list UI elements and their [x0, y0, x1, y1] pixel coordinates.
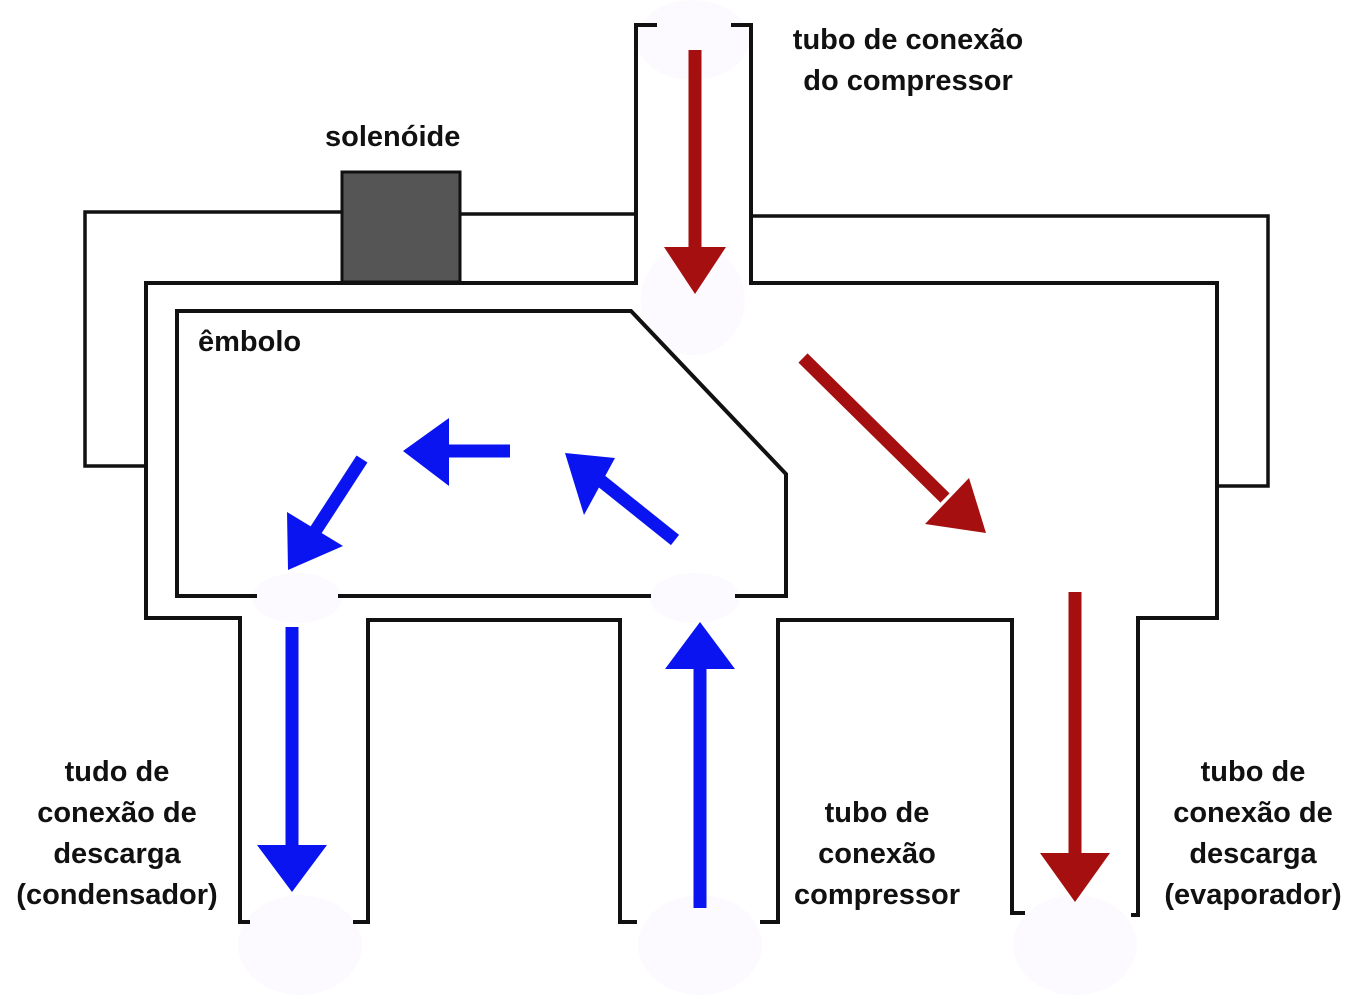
compressor-inlet-label: tubo de conexão do compressor: [792, 24, 1024, 97]
solenoid-box: [340, 170, 462, 284]
glow-condenser-port: [238, 895, 362, 995]
plunger-down-left-arrow: [287, 455, 368, 570]
compressor-outlet-label: tubo de conexão compressor: [793, 797, 960, 911]
condenser-outlet-label: tudo de conexão de descarga (condensador…: [16, 756, 218, 911]
glow-upper-right-port: [641, 245, 745, 355]
plunger-up-left-arrow: [565, 453, 680, 546]
condenser-down-arrow: [257, 627, 327, 892]
hot-flow-arrows: [664, 50, 1110, 902]
plunger-label: êmbolo: [198, 326, 302, 358]
plunger-left-arrow: [403, 418, 510, 486]
compressor-up-arrow: [665, 622, 735, 908]
inlet-down-arrow: [664, 50, 726, 294]
cold-flow-arrows: [257, 418, 735, 908]
glow-plunger-right-gap: [650, 573, 740, 623]
compressor-inlet-pipe-right-wall: [731, 23, 1219, 917]
evaporator-down-arrow: [1040, 592, 1110, 902]
glow-plunger-left-gap: [252, 573, 342, 623]
compressor-pipe-right-wall: [760, 618, 1025, 924]
diagonal-to-evaporator-arrow: [798, 353, 986, 533]
condenser-pipe-right-wall: [353, 618, 637, 924]
wire-right: [751, 214, 1270, 488]
glow-compressor-port: [638, 895, 762, 995]
valve-body-outline: [144, 23, 1219, 924]
compressor-inlet-pipe-left-wall: [144, 23, 657, 924]
wire-left: [83, 210, 342, 468]
port-glows: [238, 0, 1137, 995]
glow-evaporator-port: [1013, 895, 1137, 995]
solenoid-wiring: [83, 210, 1270, 488]
glow-top-port: [637, 0, 749, 80]
plunger-outline: [175, 309, 788, 598]
evaporator-outlet-label: tubo de conexão de descarga (evaporador): [1164, 756, 1342, 911]
plunger-body: [175, 309, 788, 598]
solenoid-label: solenóide: [325, 121, 461, 153]
